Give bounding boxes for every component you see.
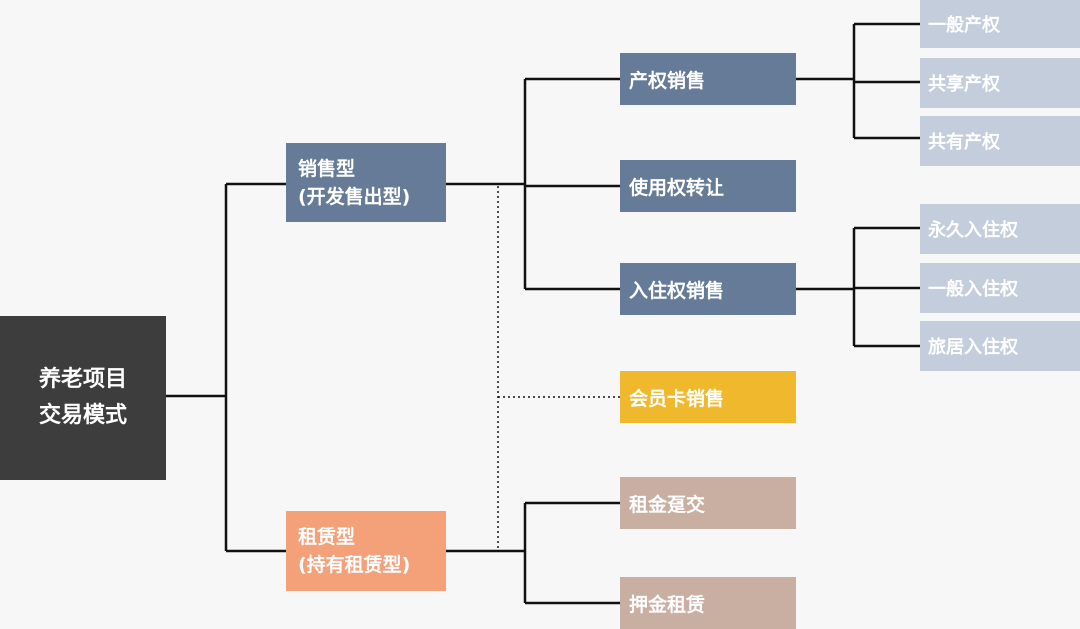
- mode-deposit-lease: 押金租赁: [620, 577, 796, 629]
- root-connector: [166, 182, 286, 553]
- branch-sales-type: 销售型 (开发售出型): [286, 143, 446, 222]
- mode-member-card-sale: 会员卡销售: [620, 371, 796, 423]
- leaf-travel-residency-rights: 旅居入住权: [920, 321, 1080, 371]
- leaf-general-property-rights: 一般产权: [920, 0, 1080, 48]
- sales-connector: [446, 77, 620, 291]
- mode-residency-rights-sale: 入住权销售: [620, 263, 796, 315]
- lease-connector: [446, 501, 620, 605]
- residency-rights-connector: [796, 226, 920, 348]
- member-card-dotted-connector: [497, 186, 620, 551]
- leaf-shared-property-rights: 共享产权: [920, 58, 1080, 108]
- mode-use-rights-transfer: 使用权转让: [620, 160, 796, 212]
- branch-sales-line-1: 销售型: [298, 157, 356, 180]
- branch-lease-type: 租赁型 (持有租赁型): [286, 511, 446, 591]
- root-node-elderly-project-trading-mode: 养老项目 交易模式: [0, 316, 166, 480]
- mode-property-rights-sale: 产权销售: [620, 53, 796, 105]
- root-line-2: 交易模式: [38, 403, 127, 428]
- mode-lump-sum-rent: 租金趸交: [620, 477, 796, 529]
- branch-lease-line-1: 租赁型: [298, 526, 356, 548]
- branch-sales-line-2: (开发售出型): [298, 185, 411, 208]
- branch-lease-line-2: (持有租赁型): [298, 554, 411, 576]
- leaf-general-residency-rights: 一般入住权: [920, 263, 1080, 313]
- leaf-permanent-residency-rights: 永久入住权: [920, 204, 1080, 254]
- root-line-1: 养老项目: [38, 367, 127, 392]
- property-rights-connector: [796, 22, 920, 140]
- leaf-joint-property-rights: 共有产权: [920, 116, 1080, 166]
